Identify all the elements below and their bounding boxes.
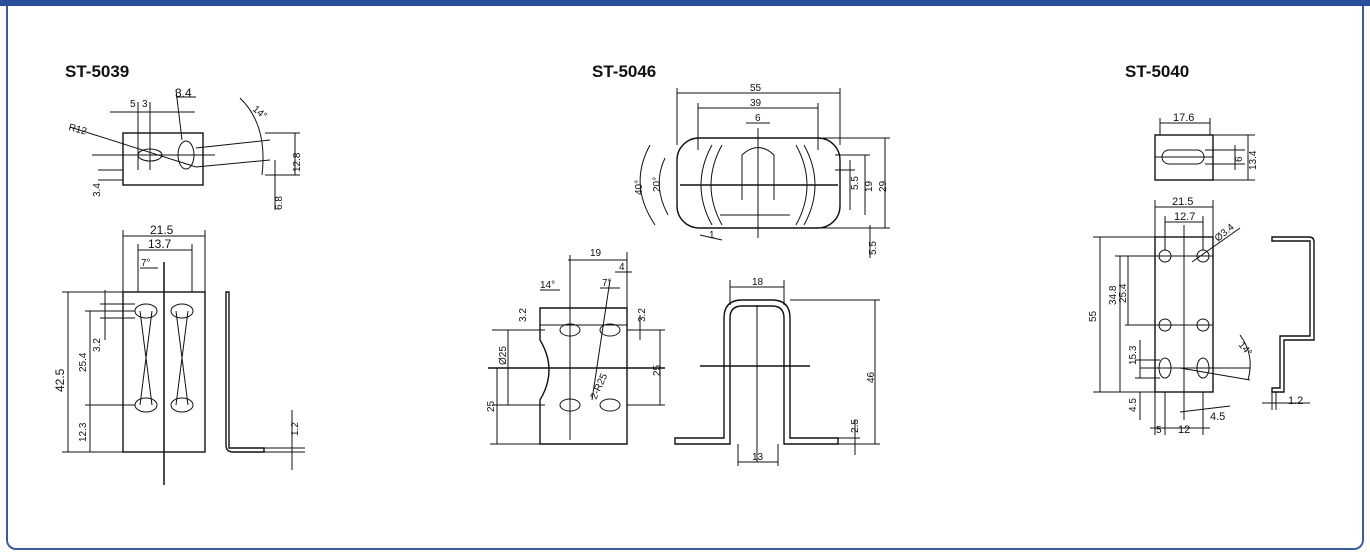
dim-label: 5.5 — [868, 241, 879, 255]
dim-label: 55 — [1088, 310, 1099, 322]
st-5040-top-view: 17.6 6 13.4 — [1154, 112, 1259, 181]
dim-label: 1.2 — [290, 422, 301, 436]
dim-label: 4.5 — [1210, 411, 1225, 423]
dim-label: 12 — [1178, 424, 1190, 436]
dim-label: 46 — [866, 371, 877, 383]
dim-label: 7° — [602, 278, 612, 289]
dim-label: 19 — [864, 180, 875, 192]
dim-label: 12.3 — [78, 422, 89, 442]
dim-label: 25 — [486, 400, 497, 412]
content-frame — [6, 6, 1364, 550]
dim-label: 20° — [652, 177, 663, 192]
dim-label: R12 — [67, 122, 88, 137]
dim-label: 14° — [540, 280, 555, 291]
dim-label: 12.8 — [292, 152, 303, 172]
dim-label: 14° — [250, 104, 269, 122]
bracket-outline — [1271, 236, 1315, 393]
dim-label: 2.5 — [850, 419, 861, 433]
dim-label: 40° — [634, 180, 645, 195]
dim-label: 1 — [709, 230, 715, 241]
dim-label: 6.8 — [274, 196, 285, 210]
st-5040-side-view: 1.2 — [1262, 236, 1315, 410]
st-5039-side-view: 1.2 — [225, 291, 305, 470]
dim-label: Ø25 — [498, 346, 509, 365]
dim-label: 18 — [752, 277, 764, 288]
dim-label: Ø3.4 — [1213, 222, 1237, 245]
st-5039-drawing: 5 3 3.4 14° R12 12.8 3.4 6.8 — [53, 86, 305, 485]
dim-label: 3.4 — [92, 183, 103, 197]
st-5039-front-view: 21.5 13.7 7° 3.2 25.4 42.5 12.3 — [53, 223, 206, 485]
part-title-st-5040: ST-5040 — [1125, 62, 1190, 81]
st-5046-drawing: 55 39 6 40° 20° 5.5 19 29 5.5 1 — [486, 83, 890, 466]
dim-label: 34.8 — [1108, 285, 1119, 305]
dim-label: 17.6 — [1173, 112, 1194, 124]
dim-label: 39 — [750, 98, 762, 109]
dim-label: 13 — [752, 452, 764, 463]
bracket-outline — [122, 132, 204, 186]
dim-label: 5.5 — [850, 176, 861, 190]
dim-label: 25.4 — [1118, 283, 1129, 303]
dim-label: 42.5 — [53, 368, 67, 392]
dim-label: 25.4 — [78, 352, 89, 372]
dim-label: 21.5 — [150, 223, 174, 237]
dim-label: 12.7 — [1174, 211, 1195, 223]
dim-label: 2-R25 — [589, 372, 611, 402]
dim-label: 3 — [142, 99, 148, 110]
dim-label: 1.2 — [1288, 395, 1303, 407]
st-5046-front-view: 19 4 14° 7° 3.2 3.2 Ø25 2-R25 25 25 — [486, 248, 665, 445]
dim-label: 3.2 — [518, 308, 529, 322]
dim-label: 4 — [619, 262, 625, 273]
dim-label: 5 — [1156, 425, 1162, 436]
dim-label: 15.3 — [1128, 345, 1139, 365]
st-5046-top-view: 55 39 6 40° 20° 5.5 19 29 5.5 1 — [634, 83, 890, 258]
st-5046-side-view: 18 46 2.5 13 — [674, 277, 880, 466]
dim-label: 13.7 — [148, 237, 172, 251]
dim-label: 13.4 — [1248, 150, 1259, 170]
bracket-outline — [539, 307, 628, 445]
dim-label: 3.4 — [175, 86, 192, 100]
dim-label: 6 — [755, 113, 761, 124]
part-title-st-5039: ST-5039 — [65, 62, 130, 81]
dim-label: 3.2 — [92, 338, 103, 352]
top-bar — [0, 0, 1370, 6]
st-5040-drawing: 17.6 6 13.4 — [1088, 112, 1315, 436]
st-5040-front-view: 21.5 12.7 Ø3.4 55 34.8 25.4 14° 15.3 4.5… — [1088, 196, 1254, 436]
dim-label: 29 — [878, 180, 889, 192]
dim-label: 19 — [590, 248, 602, 259]
dim-label: 4.5 — [1128, 398, 1139, 412]
dim-label: 21.5 — [1172, 196, 1193, 208]
dim-label: 5 — [130, 99, 136, 110]
dim-label: 6 — [1234, 156, 1245, 162]
dim-label: 55 — [750, 83, 762, 94]
st-5039-top-view: 5 3 3.4 14° R12 12.8 3.4 6.8 — [67, 86, 303, 210]
dim-label: 7° — [141, 258, 151, 269]
dim-label: 3.2 — [637, 308, 648, 322]
dim-label: 14° — [1236, 340, 1254, 359]
part-title-st-5046: ST-5046 — [592, 62, 657, 81]
dim-label: 25 — [652, 364, 663, 376]
